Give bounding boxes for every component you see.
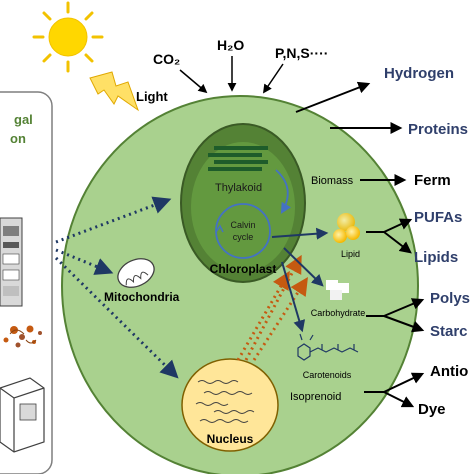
hydrogen-label: Hydrogen: [384, 65, 454, 82]
photobioreactor-icon: [0, 217, 23, 307]
pns-arrow: [262, 63, 284, 94]
fermenter-icon: [0, 377, 45, 453]
calvin-label-1: Calvin: [230, 220, 255, 230]
nucleus-regulation-arrows: [236, 254, 308, 361]
proteins-label: Proteins: [408, 121, 468, 138]
co2-arrow: [179, 69, 208, 94]
left-panel-frame: [0, 91, 53, 474]
to-mitochondria-arrow: [55, 248, 114, 275]
starch-label: Starc: [430, 323, 468, 340]
left-panel: gal on: [0, 91, 53, 474]
ferm-label: Ferm: [414, 172, 451, 189]
dye-arrow: [383, 391, 415, 408]
left-panel-arrows: [54, 196, 179, 379]
lipid-droplet-icon: [333, 213, 360, 243]
antio-label: Antio: [430, 363, 468, 380]
light-label: Light: [136, 89, 168, 104]
calvin-label-2: cycle: [233, 232, 254, 242]
lipids-label: Lipids: [414, 249, 458, 266]
pns-label: P,N,S····: [275, 45, 328, 61]
nucleus: Nucleus: [181, 358, 279, 452]
thylakoid-to-calvin-arrow: [275, 169, 292, 214]
left-panel-title-2: on: [10, 131, 26, 146]
starch-arrow: [383, 315, 425, 333]
pufas-arrow: [383, 218, 413, 233]
carbohydrate-icon: [326, 280, 349, 300]
chloroplast-label: Chloroplast: [210, 262, 277, 276]
polys-label: Polys: [430, 290, 470, 307]
lipid-label: Lipid: [341, 249, 360, 259]
nucleus-label: Nucleus: [207, 432, 254, 446]
co2-label: CO₂: [153, 51, 180, 67]
isoprenoid-label: Isoprenoid: [290, 391, 341, 403]
hydrogen-arrow: [295, 81, 371, 113]
algae-cell: [61, 95, 419, 474]
biomass-label: Biomass: [311, 175, 354, 187]
inputs: CO₂ H₂O P,N,S···· Light: [136, 37, 328, 104]
thylakoid-label: Thylakoid: [215, 182, 262, 194]
lightning-icon: [89, 71, 139, 112]
to-chloroplast-arrow: [55, 196, 172, 244]
pufas-label: PUFAs: [414, 209, 462, 226]
mitochondria: Mitochondria: [104, 258, 180, 304]
dye-label: Dye: [418, 401, 446, 418]
carotenoid-structure-icon: [297, 333, 359, 361]
thylakoid-stack-icon: [208, 146, 268, 171]
to-nucleus-arrow: [54, 256, 179, 379]
outputs: Hydrogen Proteins Ferm PUFAs Lipids Poly…: [384, 65, 470, 418]
carbohydrate-label: Carbohydrate: [311, 308, 366, 318]
chloroplast-product-arrows: [271, 227, 329, 333]
polys-arrow: [383, 298, 425, 317]
antio-arrow: [383, 372, 425, 393]
output-arrows: [295, 81, 425, 408]
carotenoids-label: Carotenoids: [303, 370, 352, 380]
chloroplast: Thylakoid Calvin cycle Chloroplast: [180, 123, 306, 283]
lipids-arrow: [383, 231, 412, 254]
left-panel-title-1: gal: [14, 112, 33, 127]
mitochondria-label: Mitochondria: [104, 290, 180, 304]
h2o-label: H₂O: [217, 37, 244, 53]
sun-icon: [32, 1, 104, 73]
algae-cluster-icon: [3, 325, 42, 348]
